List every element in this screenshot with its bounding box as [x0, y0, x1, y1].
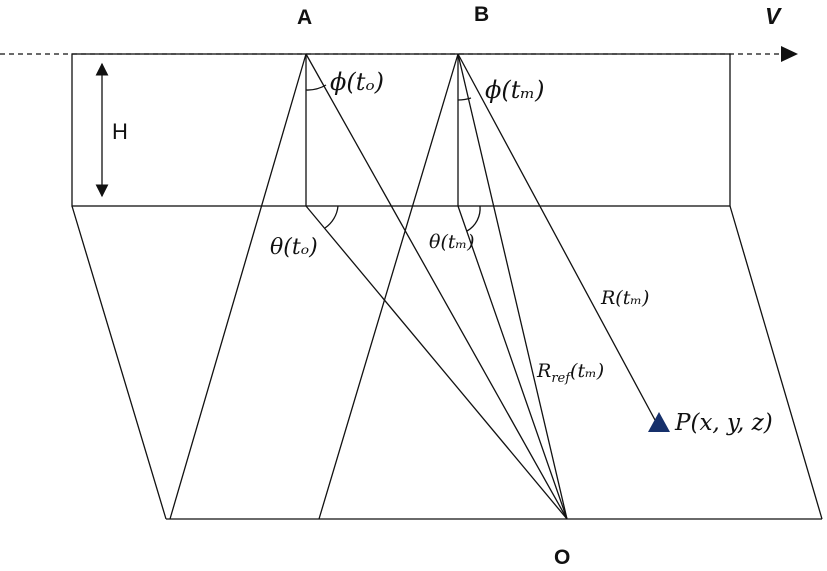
- beam-a-nadir-to-origin: [305, 205, 568, 520]
- range-ref-argument: (tₘ): [570, 360, 604, 382]
- target-marker-icon: [648, 412, 670, 432]
- label-theta-tm: θ(tₘ): [429, 231, 475, 253]
- label-velocity: V: [765, 3, 782, 29]
- beam-a-left: [169, 53, 307, 520]
- range-line-to-target: [457, 53, 656, 421]
- phi-tm-arc: [457, 97, 472, 101]
- label-phi-tm: ϕ(tₘ): [485, 76, 544, 104]
- label-theta-to: θ(tₒ): [270, 235, 318, 260]
- label-b: B: [474, 3, 489, 26]
- theta-to-arc: [324, 205, 339, 229]
- beam-b-nadir-to-origin: [457, 205, 568, 520]
- beam-a-to-origin: [305, 53, 568, 520]
- swath-right-edge: [729, 205, 823, 520]
- beam-b-to-origin: [457, 53, 568, 520]
- theta-tm-arc: [466, 205, 481, 232]
- phi-to-arc: [305, 84, 327, 91]
- altitude-box: [71, 53, 731, 207]
- range-ref-symbol: R: [536, 360, 551, 382]
- label-range-ref-tm: Rref(tₘ): [536, 360, 604, 386]
- velocity-arrow-head: [781, 46, 798, 62]
- label-origin: O: [554, 546, 570, 569]
- label-phi-to: ϕ(tₒ): [330, 68, 384, 96]
- label-target-point: P(x, y, z): [674, 410, 773, 436]
- label-height: H: [112, 119, 128, 144]
- swath-left-edge: [71, 205, 167, 520]
- label-range-tm: R(tₘ): [600, 287, 649, 309]
- label-a: A: [297, 6, 312, 29]
- beam-b-left: [318, 53, 459, 520]
- range-ref-subscript: ref: [551, 371, 572, 386]
